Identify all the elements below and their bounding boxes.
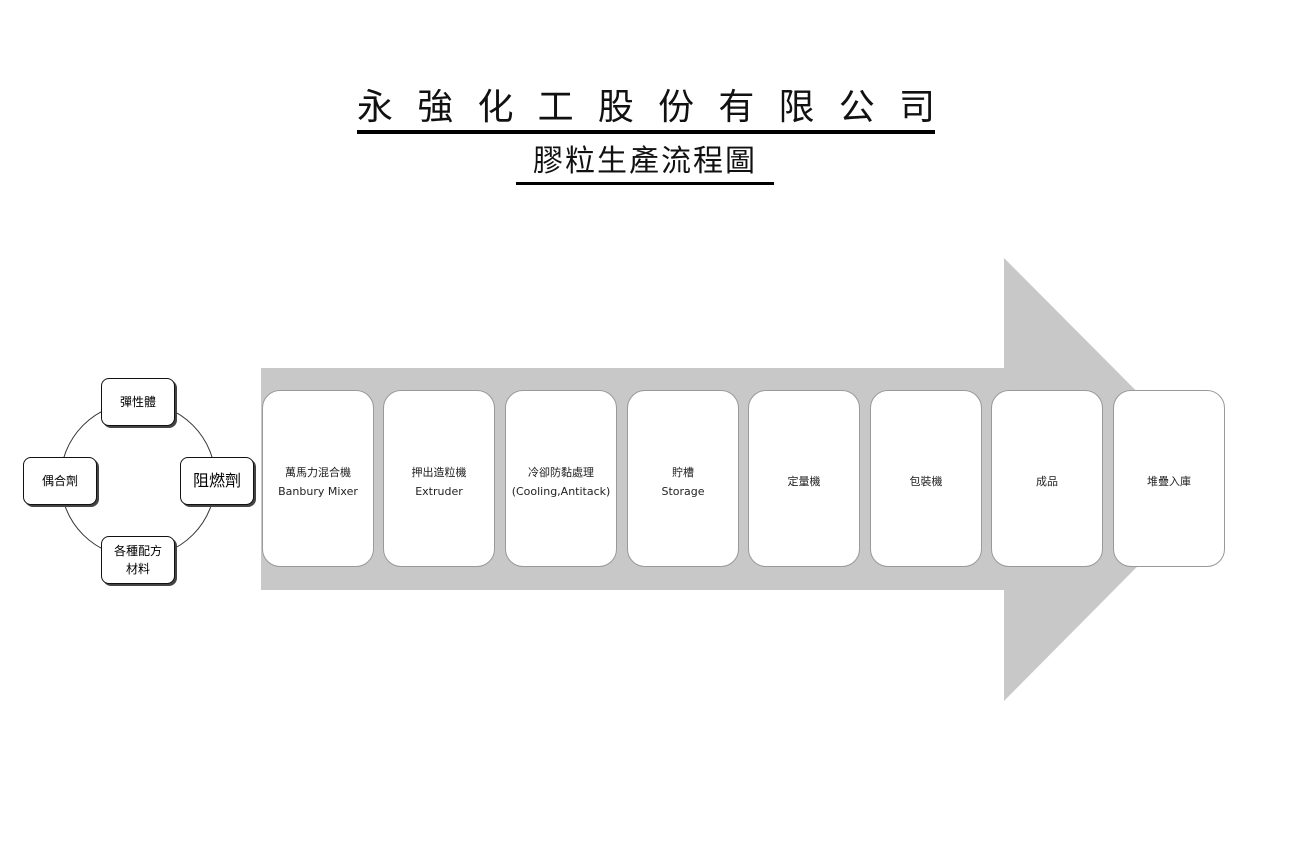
process-step: 萬馬力混合機 Banbury Mixer [262,390,374,567]
material-formula-materials: 各種配方 材料 [101,536,175,584]
step-label-zh: 冷卻防黏處理 [528,466,594,479]
step-label-zh: 貯槽 [672,466,694,479]
process-step: 押出造粒機 Extruder [383,390,495,567]
step-label-zh: 定量機 [787,475,821,488]
company-title-char: 化 [477,87,514,128]
step-label-zh: 堆疊入庫 [1147,475,1191,488]
step-label-zh: 押出造粒機 [411,466,467,479]
step-label-zh: 包裝機 [909,475,943,488]
diagram-subtitle: 膠粒生產流程圖 [516,142,774,185]
company-title-char: 工 [537,87,574,128]
company-title-char: 限 [778,87,815,128]
step-label-en: Extruder [415,485,463,498]
company-title: 永強化工股份有限公司 [357,86,935,134]
process-step: 貯槽 Storage [627,390,739,567]
step-label-zh: 萬馬力混合機 [285,466,351,479]
material-elastomer: 彈性體 [101,378,175,426]
process-arrow-shape [261,258,1224,701]
company-title-char: 份 [658,87,695,128]
company-title-char: 公 [838,87,875,128]
step-label-en: Storage [661,485,705,498]
process-step: 包裝機 [870,390,982,567]
company-title-char: 永 [357,87,394,128]
step-label-en: Banbury Mixer [278,485,358,498]
company-title-char: 股 [597,87,634,128]
step-label-en: (Cooling,Antitack) [511,485,611,498]
process-step: 成品 [991,390,1103,567]
company-title-char: 有 [718,87,755,128]
company-title-char: 強 [417,87,454,128]
process-step: 堆疊入庫 [1113,390,1225,567]
material-coupling-agent: 偶合劑 [23,457,97,505]
material-flame-retardant: 阻燃劑 [180,457,254,505]
process-step: 定量機 [748,390,860,567]
company-title-char: 司 [898,87,935,128]
step-label-zh: 成品 [1036,475,1058,488]
process-step: 冷卻防黏處理 (Cooling,Antitack) [505,390,617,567]
